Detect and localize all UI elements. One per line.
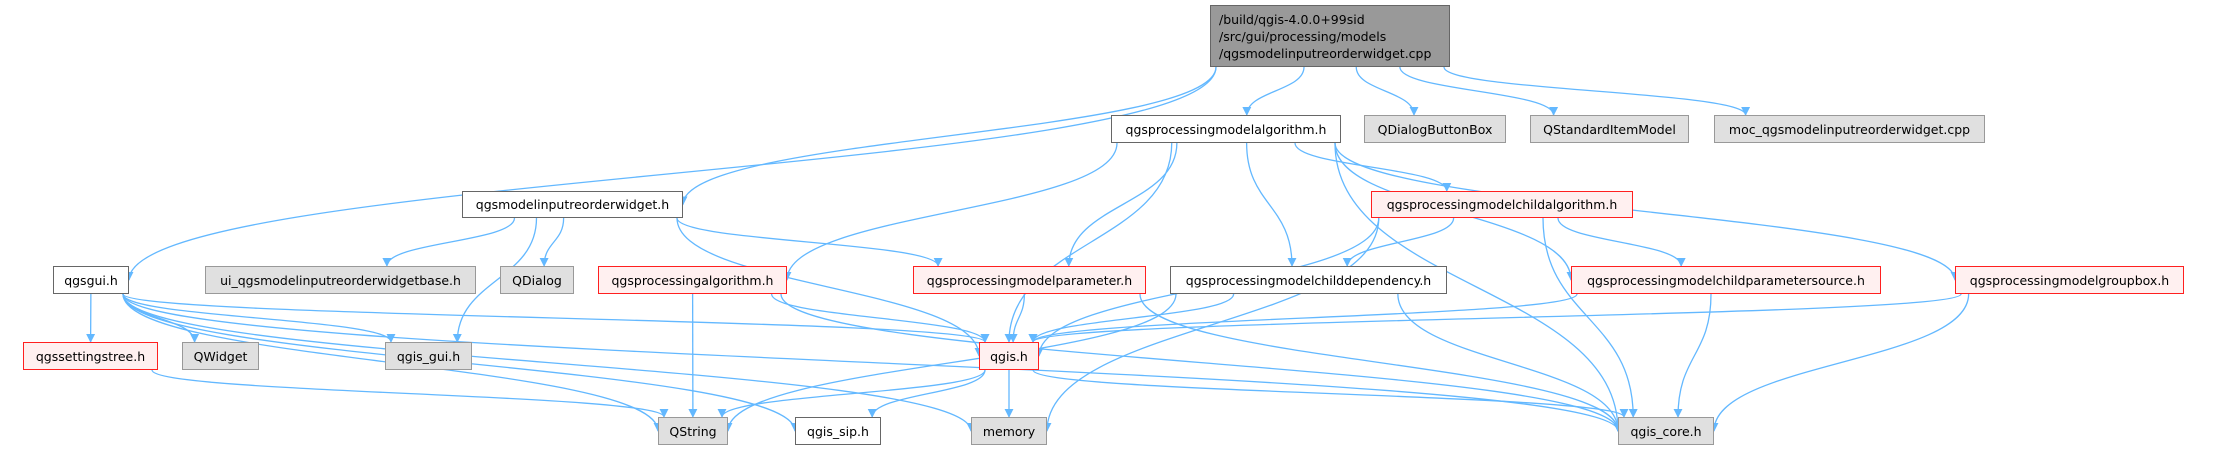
edge-childdep-to-qgis (1028, 293, 1235, 343)
edge-main-to-reorderh (678, 66, 1217, 206)
node-groupbox[interactable]: qgsprocessingmodelgroupbox.h (1955, 266, 2184, 294)
edge-settings-to-qstring (151, 369, 669, 418)
edge-childdep-to-qstring (723, 293, 1177, 432)
node-settings[interactable]: qgssettingstree.h (23, 342, 158, 370)
edge-pmalg-to-childalg (1294, 142, 1452, 192)
edge-gui-to-qgisgui (122, 293, 396, 343)
node-label: ui_qgsmodelinputreorderwidgetbase.h (220, 272, 461, 288)
edge-main-to-pmalg (1242, 66, 1305, 116)
node-label: QStandardItemModel (1543, 121, 1676, 137)
edge-groupbox-to-core (1709, 293, 1970, 432)
node-label: qgis_gui.h (396, 348, 461, 364)
edge-reorderh-to-qgis (676, 217, 984, 357)
node-qstring[interactable]: QString (658, 417, 728, 445)
node-label: qgsprocessingmodelchilddependency.h (1185, 272, 1432, 288)
edge-childps-to-qgis (1028, 293, 1578, 343)
node-pmalg[interactable]: qgsprocessingmodelalgorithm.h (1111, 115, 1341, 143)
node-label: QWidget (193, 348, 248, 364)
node-label-line: /src/gui/processing/models (1219, 28, 1387, 44)
edge-main-to-qsim (1399, 66, 1559, 116)
node-label: qgsmodelinputreorderwidget.h (475, 197, 670, 212)
edge-palg-to-core (780, 293, 1623, 432)
edge-childalg-to-memory (1042, 217, 1380, 432)
edge-childalg-to-childps (1557, 217, 1686, 267)
node-label: memory (982, 423, 1036, 439)
edge-main-to-gui (124, 66, 1217, 281)
edge-reorderh-to-pmparam (676, 217, 943, 267)
node-main[interactable]: /build/qgis-4.0.0+99sid/src/gui/processi… (1210, 5, 1450, 67)
edge-qgis-to-qstring (717, 369, 986, 418)
node-qsim[interactable]: QStandardItemModel (1530, 115, 1689, 143)
node-qgisgui[interactable]: qgis_gui.h (385, 342, 472, 370)
edge-reorderh-to-qgisgui (452, 217, 538, 343)
node-label: qgis.h (990, 348, 1028, 364)
node-label: qgsprocessingmodelgroupbox.h (1969, 272, 2170, 288)
node-qdialog[interactable]: QDialog (500, 266, 574, 294)
edge-palg-to-qgis (770, 293, 990, 343)
edge-childalg-to-childdep (1342, 217, 1455, 267)
edge-pmalg-to-palg (782, 142, 1118, 281)
node-label: qgis_core.h (1630, 423, 1702, 439)
edge-childps-to-core (1673, 293, 1712, 418)
edge-childdep-to-core (1397, 293, 1623, 432)
node-label: QDialogButtonBox (1377, 121, 1493, 137)
node-palg[interactable]: qgsprocessingalgorithm.h (598, 266, 787, 294)
node-moc[interactable]: moc_qgsmodelinputreorderwidget.cpp (1714, 115, 1985, 143)
node-reorderh[interactable]: qgsmodelinputreorderwidget.h (462, 191, 683, 218)
edge-gui-to-core (122, 293, 1623, 432)
node-qwidget[interactable]: QWidget (182, 342, 259, 370)
node-label: moc_qgsmodelinputreorderwidget.cpp (1728, 121, 1971, 137)
node-childps[interactable]: qgsprocessingmodelchildparametersource.h (1571, 266, 1881, 294)
node-label: qgsprocessingmodelalgorithm.h (1125, 121, 1327, 137)
node-pmparam[interactable]: qgsprocessingmodelparameter.h (913, 266, 1146, 294)
edge-gui-to-qgis (122, 293, 990, 343)
node-uibase[interactable]: ui_qgsmodelinputreorderwidgetbase.h (205, 266, 476, 294)
node-label: qgsprocessingalgorithm.h (611, 272, 774, 288)
edge-pmalg-to-childdep (1245, 142, 1297, 267)
edge-reorderh-to-uibase (382, 217, 516, 267)
node-childdep[interactable]: qgsprocessingmodelchilddependency.h (1170, 266, 1447, 294)
edge-pmalg-to-qgis (1004, 142, 1173, 343)
node-qdbb[interactable]: QDialogButtonBox (1364, 115, 1506, 143)
node-label: qgsgui.h (64, 272, 118, 288)
node-memory[interactable]: memory (971, 417, 1047, 445)
edge-pmparam-to-qgis (1008, 293, 1026, 343)
edge-main-to-qdbb (1355, 66, 1419, 116)
edge-main-to-moc (1443, 66, 1751, 116)
edge-pmalg-to-groupbox (1334, 142, 1960, 281)
edge-childalg-to-core (1542, 217, 1638, 418)
node-label-line: /qgsmodelinputreorderwidget.cpp (1219, 45, 1432, 61)
edge-gui-to-memory (122, 293, 976, 432)
node-core[interactable]: qgis_core.h (1618, 417, 1714, 445)
node-label: qgssettingstree.h (35, 348, 146, 364)
edge-reorderh-to-qdialog (539, 217, 565, 267)
node-label: QDialog (512, 272, 562, 288)
edge-qgis-to-core (1032, 369, 1629, 418)
edge-qgis-to-sip (867, 369, 986, 418)
edge-groupbox-to-qgis (1028, 293, 1962, 343)
node-label: QString (669, 423, 717, 439)
node-label: qgsprocessingmodelchildparametersource.h (1587, 272, 1865, 288)
node-gui[interactable]: qgsgui.h (53, 266, 129, 294)
edge-pmparam-to-core (1139, 293, 1623, 432)
node-label: qgsprocessingmodelchildalgorithm.h (1386, 197, 1618, 212)
node-label: qgsprocessingmodelparameter.h (926, 272, 1133, 288)
node-qgis[interactable]: qgis.h (979, 342, 1039, 370)
node-label: qgis_sip.h (807, 423, 869, 439)
edge-pmalg-to-pmparam (1064, 142, 1178, 267)
node-childalg[interactable]: qgsprocessingmodelchildalgorithm.h (1371, 191, 1633, 218)
node-label-line: /build/qgis-4.0.0+99sid (1219, 11, 1365, 27)
edge-pmalg-to-core (1334, 142, 1623, 432)
node-sip[interactable]: qgis_sip.h (795, 417, 881, 445)
